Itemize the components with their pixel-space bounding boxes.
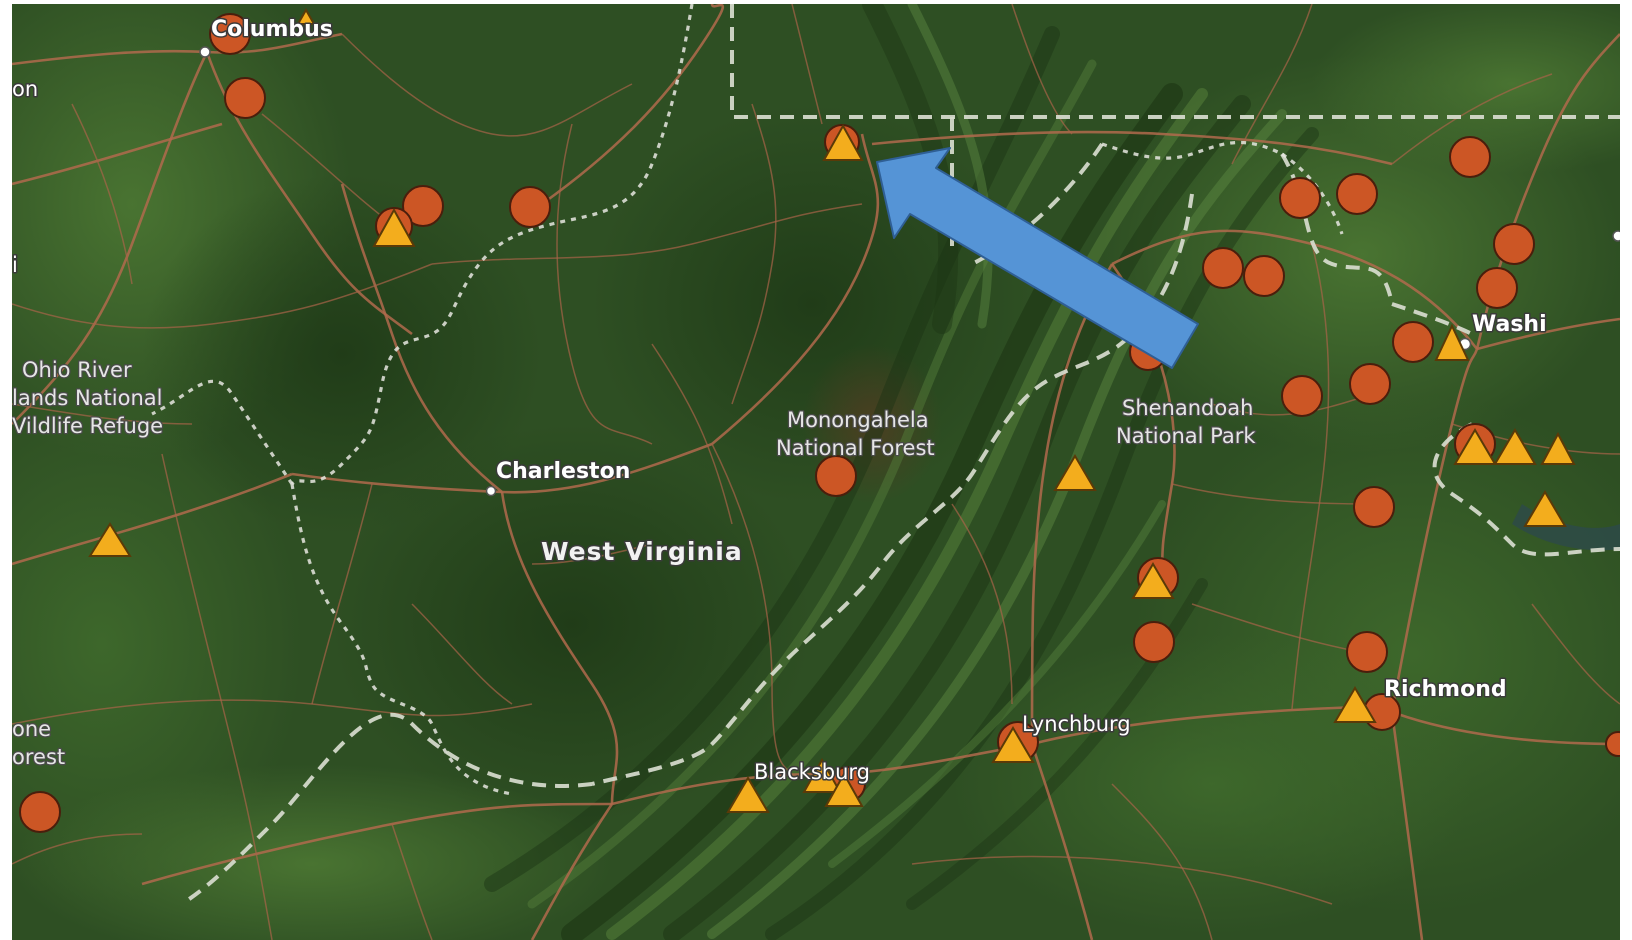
road-network-minor	[12, 4, 1620, 940]
map-canvas[interactable]: Columbus on i Ohio River lands National …	[12, 4, 1620, 940]
map-marker-circle[interactable]	[1449, 136, 1491, 178]
label-washington: Washi	[1472, 312, 1547, 337]
map-marker-circle[interactable]	[509, 186, 551, 228]
map-marker-triangle[interactable]	[88, 522, 132, 557]
label-edge-i: i	[12, 253, 18, 277]
map-labels: Columbus on i Ohio River lands National …	[12, 16, 1548, 786]
map-marker-circle[interactable]	[1476, 267, 1518, 309]
label-columbus: Columbus	[211, 17, 333, 42]
arrow-icon	[876, 147, 1199, 369]
map-marker-triangle[interactable]	[822, 123, 864, 161]
map-view[interactable]: Columbus on i Ohio River lands National …	[12, 4, 1620, 940]
map-marker-circle[interactable]	[19, 791, 61, 833]
map-marker-circle[interactable]	[1493, 223, 1535, 265]
map-marker-triangle[interactable]	[991, 726, 1035, 763]
map-marker-circle[interactable]	[402, 185, 444, 227]
map-marker-triangle[interactable]	[1053, 454, 1097, 491]
label-monongahela-2: National Forest	[776, 436, 935, 460]
map-marker-triangle[interactable]	[1131, 562, 1175, 599]
map-marker-circle[interactable]	[1279, 177, 1321, 219]
map-marker-circle[interactable]	[1392, 321, 1434, 363]
map-marker-circle[interactable]	[1346, 631, 1388, 673]
map-marker-triangle[interactable]	[1540, 431, 1576, 465]
map-marker-triangle[interactable]	[824, 771, 864, 807]
label-west-virginia: West Virginia	[541, 537, 743, 566]
label-ohio-river-1: Ohio River	[22, 358, 132, 382]
river-boundaries	[151, 4, 1344, 796]
map-marker-circle[interactable]	[1281, 375, 1323, 417]
label-shenandoah-1: Shenandoah	[1122, 396, 1253, 420]
circle-markers	[19, 13, 1620, 833]
label-edge-orest: orest	[12, 745, 65, 769]
label-monongahela-1: Monongahela	[787, 408, 929, 432]
label-ohio-river-2: lands National	[12, 386, 162, 410]
map-marker-triangle[interactable]	[372, 207, 416, 247]
label-ohio-river-3: Vildlife Refuge	[12, 414, 163, 438]
map-marker-triangle[interactable]	[296, 7, 316, 25]
map-marker-triangle[interactable]	[1523, 490, 1567, 527]
label-richmond: Richmond	[1384, 677, 1507, 702]
triangle-markers	[88, 7, 1576, 813]
label-shenandoah-2: National Park	[1116, 424, 1256, 448]
map-marker-circle[interactable]	[1133, 621, 1175, 663]
map-marker-triangle[interactable]	[1493, 428, 1537, 465]
label-blacksburg: Blacksburg	[754, 760, 870, 784]
map-marker-circle[interactable]	[1336, 173, 1378, 215]
map-marker-circle[interactable]	[209, 13, 251, 55]
map-marker-circle[interactable]	[1202, 247, 1244, 289]
label-edge-one: one	[12, 717, 51, 741]
map-marker-triangle[interactable]	[726, 776, 770, 813]
map-marker-circle[interactable]	[1605, 731, 1620, 757]
map-marker-circle[interactable]	[224, 77, 266, 119]
map-marker-triangle[interactable]	[802, 757, 842, 793]
map-marker-triangle[interactable]	[1333, 686, 1377, 723]
label-charleston: Charleston	[496, 459, 630, 484]
map-marker-circle[interactable]	[1353, 486, 1395, 528]
map-marker-circle[interactable]	[1349, 363, 1391, 405]
arrow-pointer-annotation	[876, 147, 1199, 369]
label-edge-on: on	[12, 77, 38, 101]
map-marker-circle[interactable]	[1243, 255, 1285, 297]
label-lynchburg: Lynchburg	[1022, 712, 1131, 736]
map-marker-triangle[interactable]	[1453, 428, 1497, 465]
map-marker-triangle[interactable]	[1434, 323, 1470, 361]
map-marker-circle[interactable]	[815, 455, 857, 497]
